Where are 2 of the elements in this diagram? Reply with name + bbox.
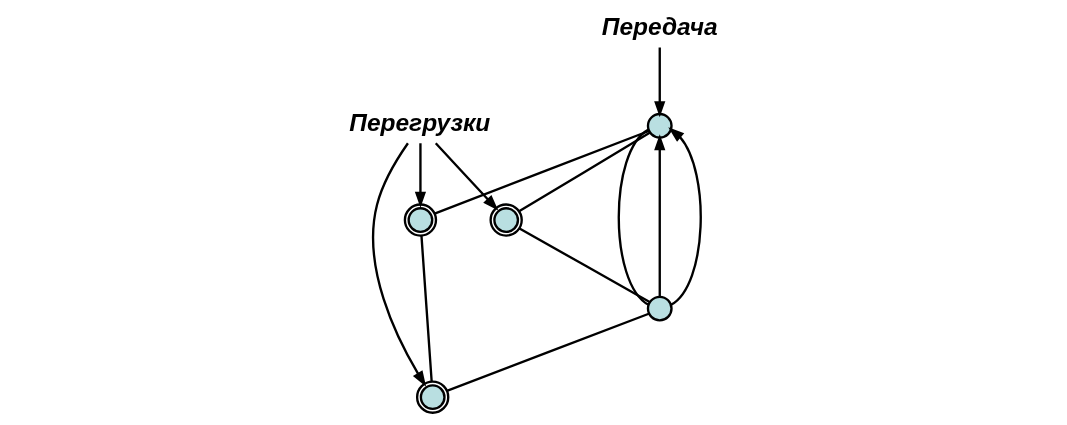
node-text: Передача [601,12,718,40]
node-text: Перегрузки [349,108,491,136]
